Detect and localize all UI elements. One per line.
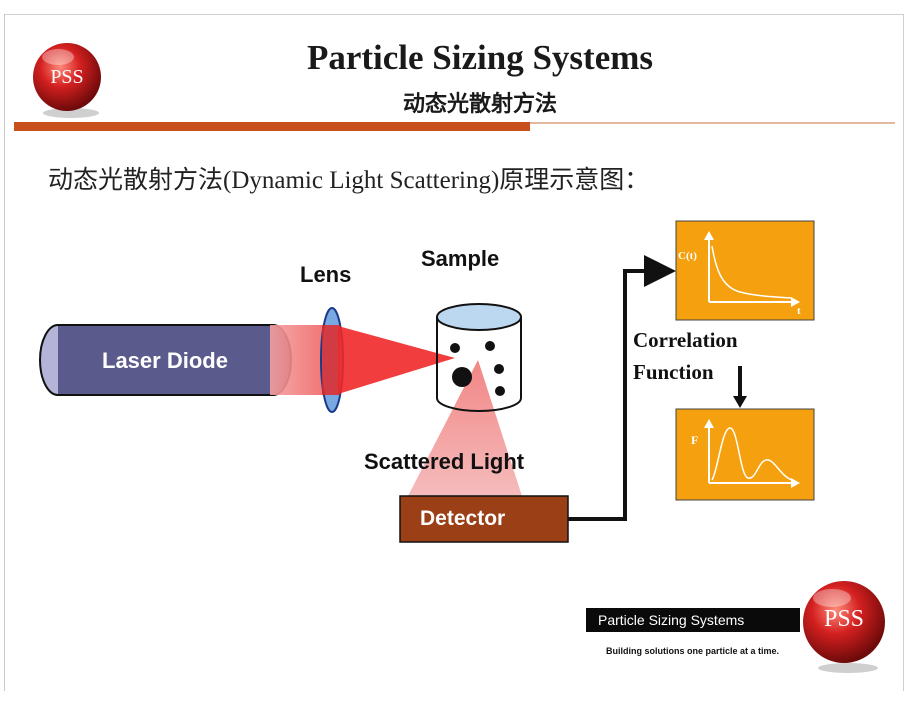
- sample-cell: [436, 303, 522, 412]
- correlation-label-1: Correlation: [633, 328, 738, 352]
- focused-beam: [338, 326, 455, 394]
- pss-logo-header: [33, 43, 101, 118]
- header-logo-text: PSS: [50, 66, 84, 88]
- down-arrow-head: [733, 396, 747, 408]
- detector-label: Detector: [420, 507, 506, 530]
- signal-path: [568, 255, 676, 521]
- pss-logo-footer: [803, 581, 885, 673]
- graph1-y-label: C(t): [678, 250, 697, 262]
- lens-shape: [320, 307, 344, 413]
- sample-label: Sample: [421, 246, 500, 271]
- footer-logo-text: PSS: [823, 606, 865, 632]
- footer-brand-bar: Particle Sizing Systems: [586, 608, 800, 632]
- page-subtitle: 动态光散射方法: [402, 92, 557, 117]
- laser-diode-label: Laser Diode: [102, 348, 228, 373]
- intro-text: 动态光散射方法(Dynamic Light Scattering)原理示意图：: [48, 167, 650, 194]
- scattered-light-label: Scattered Light: [364, 449, 525, 474]
- page-title: Particle Sizing Systems: [306, 38, 654, 77]
- correlation-graph: [675, 220, 815, 321]
- detector-box: [399, 495, 569, 543]
- graph1-x-label: t: [797, 305, 801, 317]
- header-accent-bar: [14, 122, 530, 131]
- slide-frame: [4, 14, 904, 691]
- graph2-y-label: F: [691, 433, 699, 447]
- lens-label: Lens: [300, 262, 352, 287]
- footer-tagline: Building solutions one particle at a tim…: [606, 646, 780, 656]
- correlation-label-2: Function: [633, 360, 714, 384]
- distribution-graph: [675, 408, 815, 501]
- scattered-light-cone: [408, 360, 522, 496]
